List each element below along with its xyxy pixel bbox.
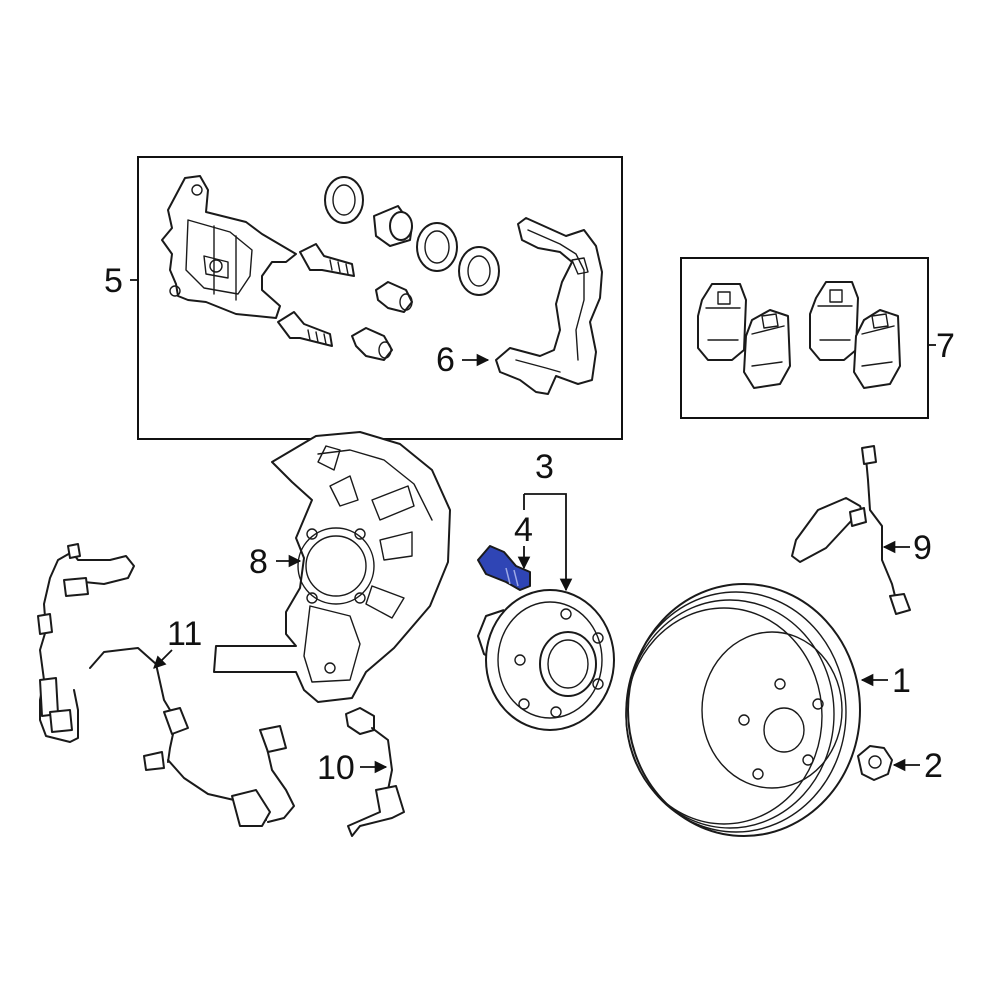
pad-set-frame bbox=[680, 257, 929, 419]
leader-11 bbox=[153, 649, 173, 669]
callout-8: 8 bbox=[249, 543, 268, 581]
callout-9: 9 bbox=[913, 529, 932, 567]
piston-seal-3 bbox=[458, 246, 500, 296]
pad-set-group[interactable] bbox=[680, 257, 929, 419]
callout-1: 1 bbox=[892, 662, 911, 700]
brake-pad-1 bbox=[697, 283, 747, 361]
abs-wire-harness[interactable] bbox=[89, 647, 295, 827]
callout-4: 4 bbox=[514, 511, 533, 549]
caliper-kit-group[interactable] bbox=[137, 156, 623, 440]
callout-5: 5 bbox=[104, 262, 123, 300]
piston-boot bbox=[373, 205, 413, 247]
guide-pin-upper bbox=[375, 281, 413, 313]
brake-pad-3 bbox=[809, 281, 859, 361]
brake-pad-2 bbox=[743, 309, 791, 389]
wheel-hub[interactable] bbox=[477, 589, 615, 731]
guide-bolt-upper bbox=[299, 243, 355, 277]
brake-pad-4 bbox=[853, 309, 901, 389]
leader-3 bbox=[524, 493, 573, 592]
abs-sensor-harness-left bbox=[37, 543, 135, 743]
caliper-body bbox=[161, 175, 297, 319]
piston-seal-2 bbox=[416, 222, 458, 272]
callout-6: 6 bbox=[436, 341, 455, 379]
guide-bolt-lower bbox=[277, 311, 333, 347]
piston-seal-1 bbox=[324, 176, 364, 224]
caliper-bracket bbox=[495, 217, 603, 395]
callout-3: 3 bbox=[535, 448, 554, 486]
dust-shield[interactable] bbox=[213, 431, 451, 703]
callout-10: 10 bbox=[317, 749, 355, 787]
callout-11: 11 bbox=[167, 615, 202, 653]
pad-wear-sensor[interactable] bbox=[791, 445, 911, 615]
wheel-nut[interactable] bbox=[857, 745, 893, 781]
hub-bolt-highlighted[interactable] bbox=[477, 545, 531, 591]
callout-2: 2 bbox=[924, 747, 943, 785]
wheel-speed-sensor[interactable] bbox=[345, 707, 405, 837]
callout-7: 7 bbox=[936, 327, 955, 365]
brake-rotor[interactable] bbox=[625, 583, 861, 837]
guide-pin-lower bbox=[351, 327, 393, 361]
